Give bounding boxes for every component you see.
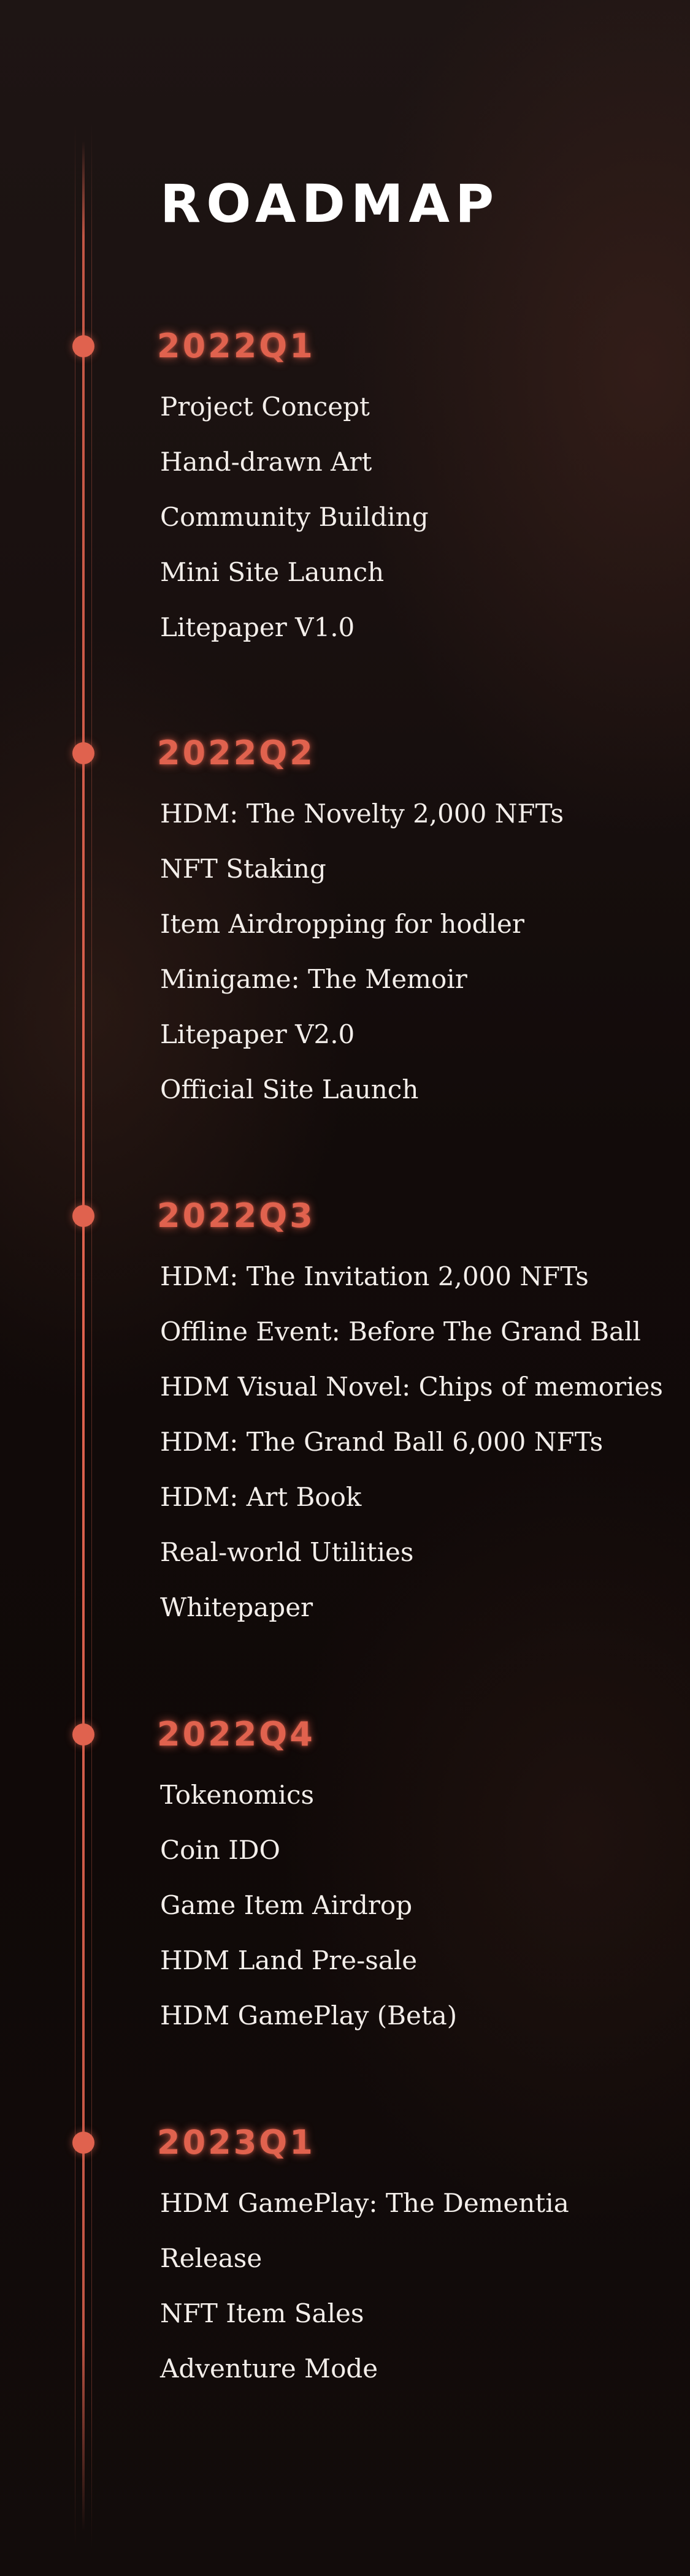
phase-item-list: Tokenomics Coin IDO Game Item Airdrop HD… bbox=[160, 1780, 457, 2056]
phase-item: Community Building bbox=[160, 502, 429, 532]
phase-item: HDM GamePlay: The Dementia bbox=[160, 2188, 569, 2218]
timeline-dot bbox=[72, 2132, 94, 2154]
phase-item: Litepaper V1.0 bbox=[160, 612, 355, 642]
phase-item: Coin IDO bbox=[160, 1835, 280, 1865]
timeline-dot bbox=[72, 742, 94, 764]
phase-label: 2022Q2 bbox=[157, 734, 315, 772]
page-title: ROADMAP bbox=[160, 173, 500, 235]
timeline-dot bbox=[72, 1723, 94, 1746]
timeline-accent-line-right bbox=[91, 123, 92, 2550]
phase-item-list: HDM GamePlay: The Dementia Release NFT I… bbox=[160, 2188, 569, 2409]
phase-item: HDM: The Grand Ball 6,000 NFTs bbox=[160, 1427, 604, 1457]
phase-item: Tokenomics bbox=[160, 1780, 315, 1810]
phase-item: NFT Staking bbox=[160, 854, 326, 884]
phase-item: HDM: The Novelty 2,000 NFTs bbox=[160, 799, 564, 829]
phase-item: Offline Event: Before The Grand Ball bbox=[160, 1316, 641, 1347]
phase-item: Real-world Utilities bbox=[160, 1537, 414, 1567]
phase-item: Mini Site Launch bbox=[160, 557, 385, 587]
timeline-line bbox=[82, 141, 85, 2531]
phase-item: Release bbox=[160, 2243, 263, 2273]
phase-item: Litepaper V2.0 bbox=[160, 1019, 355, 1049]
phase-item: HDM Land Pre-sale bbox=[160, 1945, 418, 1975]
phase-label: 2022Q3 bbox=[157, 1196, 315, 1235]
phase-item: HDM: The Invitation 2,000 NFTs bbox=[160, 1261, 589, 1291]
phase-label: 2023Q1 bbox=[157, 2123, 315, 2162]
phase-item: Whitepaper bbox=[160, 1592, 313, 1622]
phase-item: HDM: Art Book bbox=[160, 1482, 362, 1512]
timeline-dot bbox=[72, 335, 94, 357]
phase-item: Adventure Mode bbox=[160, 2354, 378, 2384]
phase-label: 2022Q4 bbox=[157, 1715, 315, 1753]
phase-item: Game Item Airdrop bbox=[160, 1890, 413, 1920]
phase-item: HDM Visual Novel: Chips of memories bbox=[160, 1372, 663, 1402]
phase-item: Project Concept bbox=[160, 392, 370, 422]
phase-item: Hand-drawn Art bbox=[160, 447, 372, 477]
phase-item: Minigame: The Memoir bbox=[160, 964, 467, 994]
phase-item: NFT Item Sales bbox=[160, 2298, 364, 2328]
phase-item: Official Site Launch bbox=[160, 1074, 419, 1104]
phase-item: Item Airdropping for hodler bbox=[160, 909, 524, 939]
phase-item-list: Project Concept Hand-drawn Art Community… bbox=[160, 392, 429, 667]
timeline-dot bbox=[72, 1205, 94, 1227]
phase-item-list: HDM: The Novelty 2,000 NFTs NFT Staking … bbox=[160, 799, 564, 1130]
phase-label: 2022Q1 bbox=[157, 327, 315, 365]
phase-item: HDM GamePlay (Beta) bbox=[160, 2000, 458, 2031]
phase-item-list: HDM: The Invitation 2,000 NFTs Offline E… bbox=[160, 1261, 663, 1647]
